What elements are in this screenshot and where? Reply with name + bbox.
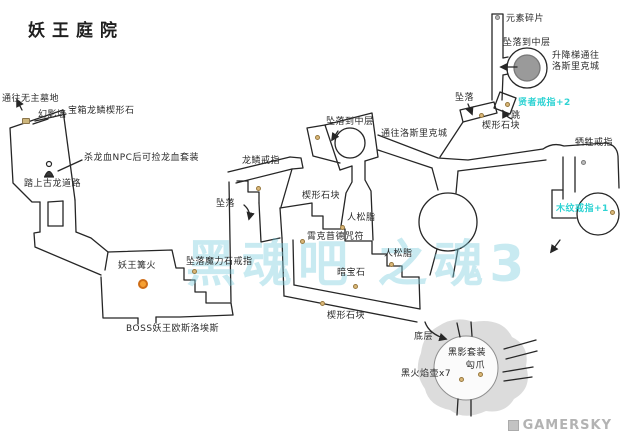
map-label: 霄克苜德咒符 [307, 232, 365, 242]
map-label: 坠落魔力石戒指 [186, 257, 253, 267]
map-label: 龙鳞戒指 [242, 156, 281, 166]
charm-item-marker [299, 238, 305, 244]
magic-stoneplate-ring-marker [191, 268, 197, 274]
tower-item-marker [314, 134, 320, 140]
black-firebomb-marker [458, 376, 464, 382]
dragonscale-ring-marker [255, 185, 261, 191]
bridge-item-1-marker [504, 101, 510, 107]
map-label: 楔形石块 [302, 191, 341, 201]
human-pine-resin-1-marker [339, 224, 345, 230]
human-pine-resin-2-marker [388, 261, 394, 267]
map-label: 楔形石块 [482, 121, 521, 131]
map-label: 跳 [511, 111, 521, 121]
map-label: 木纹戒指+1 [556, 204, 609, 214]
map-label: 人松脂 [384, 249, 413, 259]
map-label: 幻影墙 [38, 110, 67, 120]
ring-of-sacrifice-marker [580, 159, 586, 165]
map-label: 贤者戒指+2 [518, 98, 571, 108]
treasure-chest-marker [22, 118, 30, 124]
map-label: 勾爪 [466, 361, 486, 371]
map-label: 通往洛斯里克城 [381, 129, 448, 139]
dragon-statue-icon [44, 160, 54, 178]
titanite-chunk-mid-marker [319, 300, 325, 306]
map-label: 妖王篝火 [118, 261, 157, 271]
map-label: 暗宝石 [337, 268, 366, 278]
map-label: 升降梯通往 [552, 51, 600, 61]
titanite-chunk-bridge-marker [478, 112, 484, 118]
claw-marker [477, 371, 483, 377]
map-label: 坠落到中层 [326, 117, 374, 127]
map-label: 元素碎片 [506, 14, 545, 24]
dark-gem-marker [352, 283, 358, 289]
map-label: 人松脂 [347, 213, 376, 223]
shadow-set-marker [465, 360, 471, 366]
map-label: 踏上古龙道路 [24, 179, 82, 189]
map-label: 宝箱龙鳞楔形石 [68, 106, 135, 116]
estus-shard-marker [494, 14, 500, 20]
lower-level-circle [433, 335, 499, 401]
map-label: 杀龙血NPC后可捡龙血套装 [84, 153, 199, 163]
gamersky-logo: GAMERSKY [507, 418, 612, 433]
map-label: 通往无主墓地 [2, 94, 60, 104]
gamersky-logo-text: GAMERSKY [522, 418, 612, 433]
map-label: 牺牲戒指 [575, 138, 614, 148]
map-label: 楔形石块 [327, 311, 366, 321]
map-label: 坠落 [455, 93, 475, 103]
gamersky-logo-icon [507, 420, 519, 431]
page-title: 妖王庭院 [28, 21, 124, 41]
map-label: 坠落到中层 [503, 38, 551, 48]
bonfire-marker [138, 279, 148, 289]
map-label: 黑火焰壶x7 [401, 369, 452, 379]
map-label: 洛斯里克城 [552, 62, 600, 72]
map-label: 坠落 [216, 199, 236, 209]
map-label: BOSS妖王欧斯洛埃斯 [126, 324, 220, 334]
map-label: 黑影套装 [448, 348, 487, 358]
map-label: 底层 [414, 332, 434, 342]
wood-grain-ring-marker [609, 209, 615, 215]
